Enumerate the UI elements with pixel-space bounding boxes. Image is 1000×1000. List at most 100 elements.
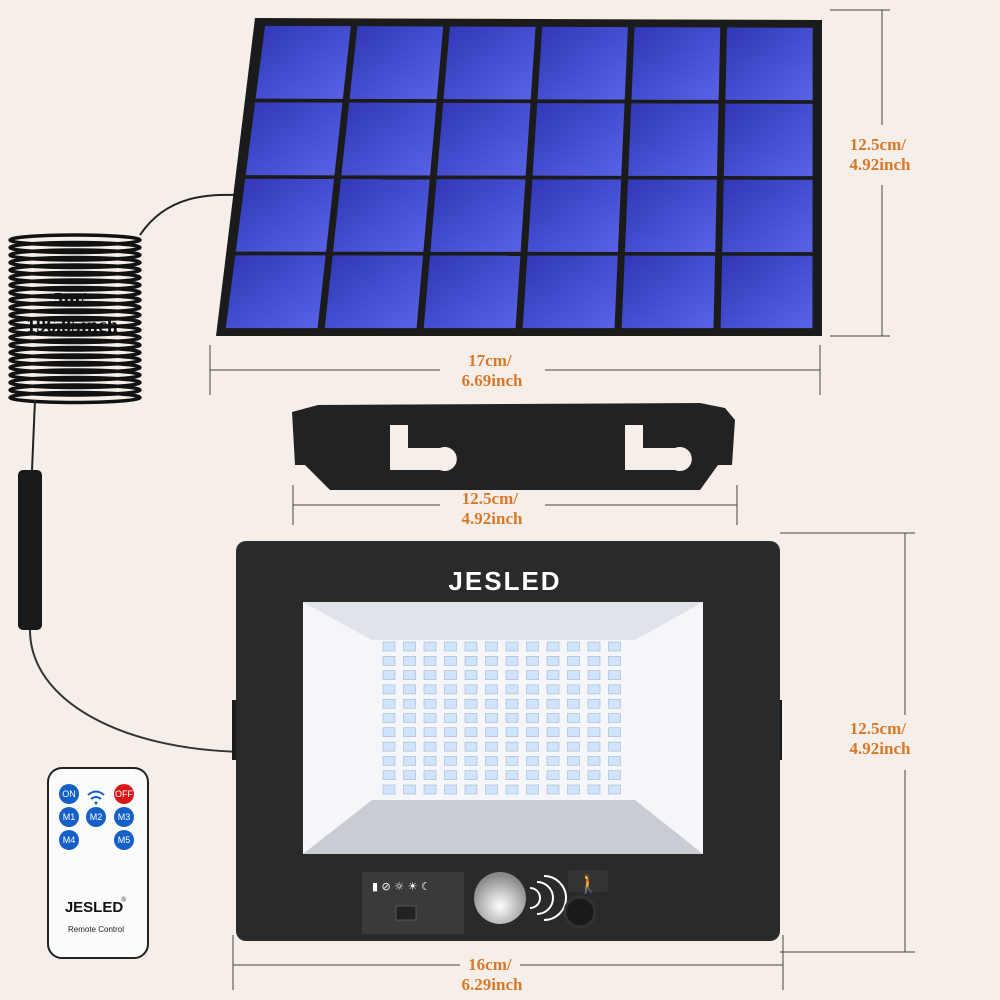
led-chip: [505, 756, 519, 766]
cable-loop: [8, 338, 142, 352]
led-chip: [587, 684, 601, 695]
led-chip: [587, 641, 601, 652]
led-chip: [464, 756, 478, 766]
led-chip: [587, 670, 601, 680]
led-chip: [526, 656, 539, 666]
led-chip: [608, 784, 621, 795]
led-chip: [505, 741, 519, 752]
led-chip: [485, 713, 498, 723]
remote-button-off: [114, 784, 134, 804]
panel-height-label: 12.5cm/ 4.92inch: [850, 135, 911, 174]
led-chip: [464, 770, 478, 780]
led-chip: [608, 713, 621, 723]
wireless-icon: [87, 790, 105, 800]
led-chip: [485, 641, 498, 652]
led-chip: [546, 670, 560, 680]
remote-button-label: M1: [63, 812, 76, 822]
remote-button-label: ON: [62, 789, 76, 799]
led-chip: [485, 741, 498, 752]
led-chip: [444, 741, 457, 752]
led-chip: [464, 713, 478, 723]
led-chip: [567, 641, 580, 652]
led-chip: [526, 784, 539, 795]
led-chip: [403, 727, 416, 738]
solar-cell: [333, 179, 430, 252]
cable-loop: [8, 360, 142, 375]
led-chip: [464, 741, 478, 752]
cable-loop: [8, 323, 142, 337]
led-chip: [526, 713, 539, 723]
led-chip: [403, 656, 416, 666]
remote-button-m3: [114, 807, 134, 827]
solar-cell: [341, 102, 437, 176]
led-chip: [382, 756, 396, 766]
mode-icons: ▮ ⊘ ☼ ☀ ☾: [372, 880, 431, 893]
cable-loop: [8, 368, 142, 382]
remote-button-on: [59, 784, 79, 804]
solar-cell: [349, 26, 444, 100]
cable-loop: [8, 383, 142, 397]
remote-caption: Remote Control: [68, 925, 124, 934]
solar-cell: [245, 102, 343, 176]
led-array: [382, 641, 621, 795]
led-chip: [485, 684, 498, 695]
led-chip: [403, 698, 416, 709]
led-chip: [567, 670, 580, 680]
remote-button-label: M4: [63, 835, 76, 845]
cable-loop: [8, 240, 142, 255]
mode-switch: [395, 905, 417, 921]
led-chip: [485, 770, 498, 780]
led-chip: [444, 713, 457, 723]
led-chip: [444, 684, 457, 695]
remote-button-m5: [114, 830, 134, 850]
led-chip: [608, 670, 621, 680]
cable-loop: [8, 285, 142, 300]
led-chip: [587, 656, 601, 666]
led-chip: [485, 670, 498, 680]
led-chip: [608, 756, 621, 766]
solar-cell: [443, 26, 536, 100]
led-chip: [464, 727, 478, 738]
led-chip: [608, 641, 621, 652]
led-chip: [382, 670, 396, 680]
solar-panel: [216, 18, 822, 336]
led-chip: [382, 656, 396, 666]
light-brand-logo: JESLED: [448, 566, 561, 596]
led-chip: [382, 698, 396, 709]
led-chip: [505, 698, 519, 709]
solar-cell: [722, 179, 813, 253]
led-chip: [444, 641, 457, 652]
bracket-width-label: 12.5cm/ 4.92inch: [462, 489, 523, 528]
led-chip: [423, 698, 437, 709]
solar-cell: [621, 255, 716, 329]
led-chip: [567, 756, 580, 766]
led-chip: [546, 770, 560, 780]
led-chip: [587, 770, 601, 780]
led-chip: [526, 756, 539, 766]
solar-cell: [631, 27, 721, 100]
led-chip: [444, 670, 457, 680]
led-chip: [608, 741, 621, 752]
remote-button-label: OFF: [115, 789, 133, 799]
led-chip: [546, 784, 560, 795]
led-chip: [505, 727, 519, 738]
led-chip: [423, 784, 437, 795]
led-chip: [526, 770, 539, 780]
solar-cell: [527, 179, 622, 253]
led-chip: [444, 784, 457, 795]
led-chip: [444, 656, 457, 666]
led-chip: [505, 784, 519, 795]
solar-cell: [324, 255, 424, 329]
solar-cell: [436, 102, 531, 176]
solar-cell: [522, 255, 618, 329]
led-chip: [423, 684, 437, 695]
led-chip: [403, 713, 416, 723]
remote-button-label: M5: [118, 835, 131, 845]
cable-coil: [8, 193, 246, 753]
cable-loop: [8, 375, 142, 390]
led-chip: [423, 641, 437, 652]
led-chip: [423, 741, 437, 752]
solar-cell: [423, 255, 521, 329]
led-chip: [587, 741, 601, 752]
